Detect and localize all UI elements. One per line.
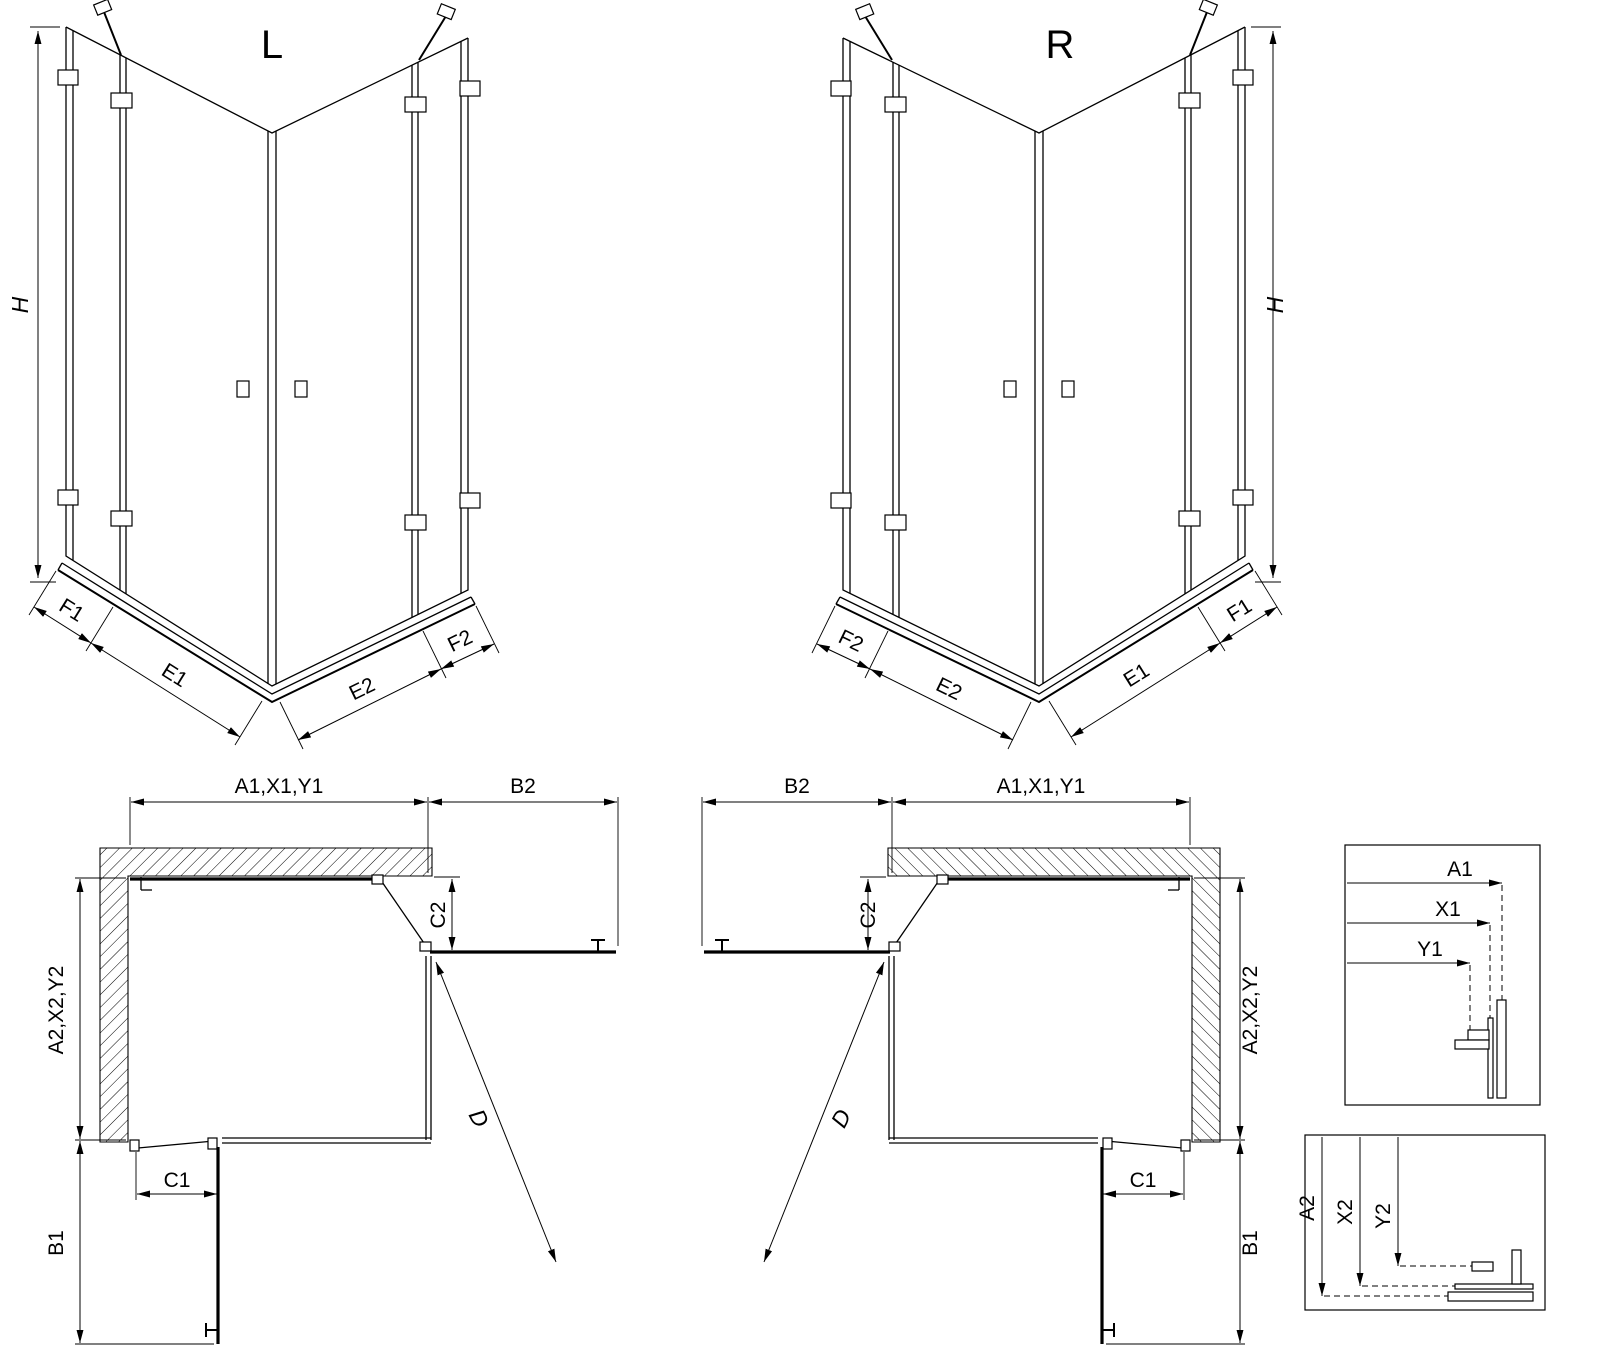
plan-right-linework — [702, 797, 1245, 1344]
dim-label-e2-left: E2 — [346, 673, 379, 705]
dim-label-e1-right: E1 — [1120, 659, 1154, 692]
detail-profile-top: A1 X1 Y1 — [1344, 844, 1541, 1106]
detail-bottom-label-a2: A2 — [1296, 1195, 1319, 1221]
wall-profile-section-bottom — [1447, 1249, 1534, 1302]
dim-label-c2-right: C2 — [857, 902, 880, 929]
dim-label-d-right: D — [826, 1105, 857, 1132]
dim-label-e2-right: E2 — [932, 673, 965, 705]
dim-label-h-right: H — [1262, 296, 1288, 313]
front-left-linework — [29, 0, 499, 749]
front-left-title: L — [261, 23, 283, 67]
front-right-title: R — [1046, 23, 1075, 67]
plan-left-linework — [75, 797, 618, 1344]
dim-label-b2-left: B2 — [510, 775, 536, 798]
dim-label-e1-left: E1 — [157, 659, 191, 692]
dim-label-f2-left: F2 — [444, 625, 476, 656]
dim-label-c1-left: C1 — [164, 1169, 191, 1192]
wall-profile-section-top — [1454, 999, 1507, 1099]
detail-bottom-label-y2: Y2 — [1372, 1203, 1395, 1229]
dim-label-f1-left: F1 — [55, 594, 88, 626]
dim-label-f1-right: F1 — [1223, 594, 1256, 626]
detail-top-label-a1: A1 — [1447, 858, 1473, 881]
dim-label-d-left: D — [464, 1105, 495, 1132]
front-view-right: R H F1 E1 E2 F2 — [812, 0, 1288, 749]
detail-top-label-y1: Y1 — [1417, 938, 1443, 961]
dim-label-c1-right: C1 — [1130, 1169, 1157, 1192]
dim-label-a1-right: A1,X1,Y1 — [997, 775, 1086, 798]
detail-profile-bottom: A2 X2 Y2 — [1296, 1134, 1546, 1311]
detail-top-border — [1344, 844, 1541, 1106]
dim-label-b2-right: B2 — [784, 775, 810, 798]
dim-label-a1-left: A1,X1,Y1 — [235, 775, 324, 798]
detail-bottom-label-x2: X2 — [1334, 1199, 1357, 1225]
dim-label-b1-left: B1 — [45, 1230, 68, 1256]
dim-label-a2-left: A2,X2,Y2 — [45, 966, 68, 1055]
detail-bottom-border — [1304, 1134, 1546, 1311]
dim-label-f2-right: F2 — [835, 625, 867, 656]
front-view-left: L H F1 E1 E2 F2 — [7, 0, 499, 749]
front-right-linework — [812, 0, 1282, 749]
plan-view-left: A1,X1,Y1 B2 C2 A2,X2,Y2 C1 B1 D — [45, 775, 618, 1344]
dim-label-c2-left: C2 — [427, 902, 450, 929]
dim-label-b1-right: B1 — [1239, 1230, 1262, 1256]
detail-top-label-x1: X1 — [1435, 898, 1461, 921]
dim-label-h-left: H — [7, 296, 33, 313]
plan-view-right: B2 A1,X1,Y1 C2 A2,X2,Y2 C1 B1 D — [702, 775, 1262, 1344]
dim-label-a2-right: A2,X2,Y2 — [1239, 966, 1262, 1055]
